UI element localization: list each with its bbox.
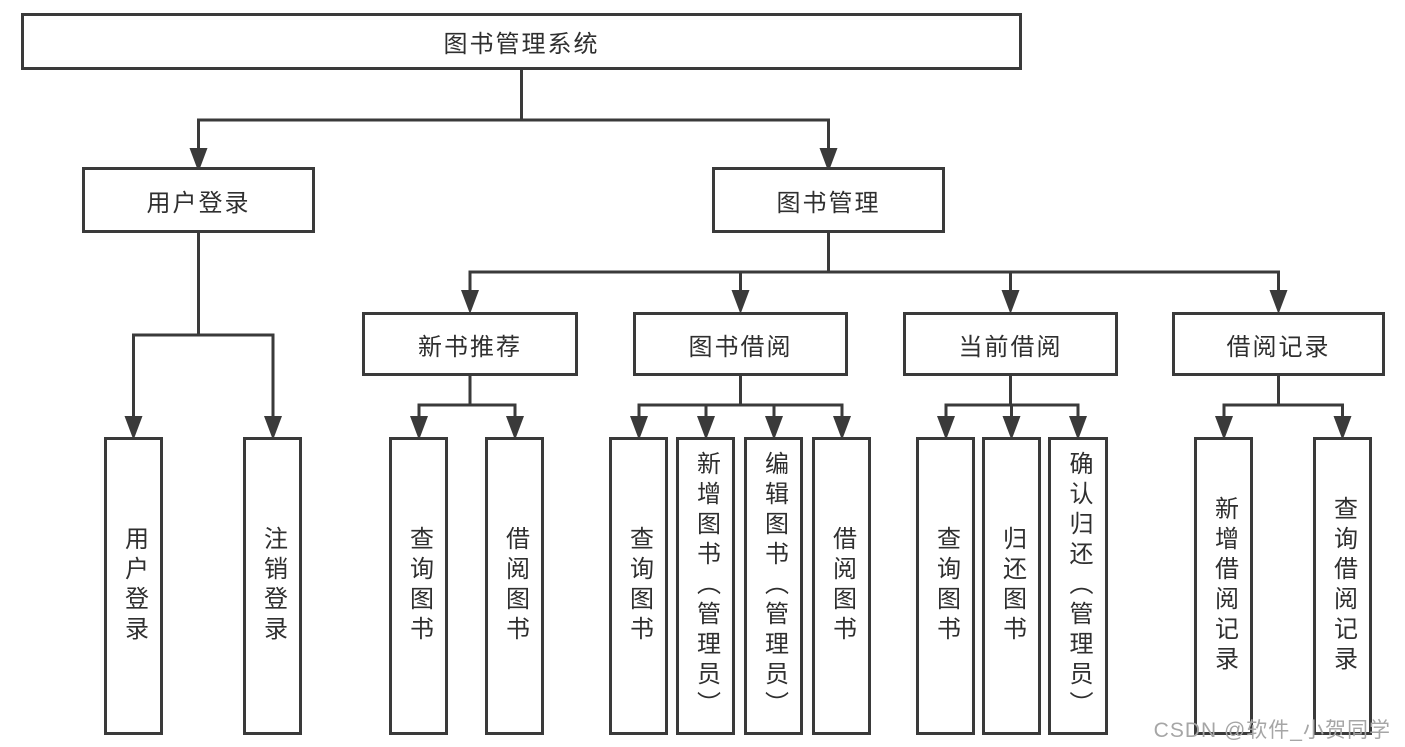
leaf-borrow-books: 借阅图书 [812, 437, 871, 735]
leaf-query-books-recommend: 查询图书 [389, 437, 448, 735]
node-label: 用户登录 [120, 526, 148, 646]
leaf-borrow-books-recommend: 借阅图书 [485, 437, 544, 735]
node-user-login: 用户登录 [82, 167, 315, 233]
node-book-management: 图书管理 [712, 167, 945, 233]
node-label: 用户登录 [146, 189, 251, 217]
leaf-confirm-return-admin: 确认归还（管理员） [1048, 437, 1108, 735]
node-label: 图书管理系统 [443, 31, 600, 58]
node-book-borrow: 图书借阅 [633, 312, 848, 376]
node-label: 查询借阅记录 [1329, 496, 1357, 676]
node-current-borrow: 当前借阅 [903, 312, 1118, 376]
connector-paths [132, 70, 1344, 418]
node-new-book-recommend: 新书推荐 [362, 312, 578, 376]
node-label: 查询图书 [405, 526, 433, 646]
node-library-management-system: 图书管理系统 [21, 13, 1022, 70]
node-label: 新书推荐 [418, 333, 522, 361]
arrowheads [124, 148, 1352, 440]
node-label: 注销登录 [259, 526, 287, 646]
leaf-logout: 注销登录 [243, 437, 302, 735]
node-label: 编辑图书（管理员） [760, 451, 788, 721]
node-label: 查询图书 [625, 526, 653, 646]
node-label: 图书管理 [776, 189, 881, 217]
leaf-user-login: 用户登录 [104, 437, 163, 735]
leaf-query-books-current: 查询图书 [916, 437, 975, 735]
node-label: 借阅图书 [828, 526, 856, 646]
node-label: 当前借阅 [958, 333, 1063, 361]
node-label: 图书借阅 [688, 333, 793, 361]
node-label: 新增图书（管理员） [692, 451, 720, 721]
leaf-add-borrow-record: 新增借阅记录 [1194, 437, 1253, 735]
node-borrow-records: 借阅记录 [1172, 312, 1385, 376]
node-label: 确认归还（管理员） [1065, 451, 1092, 721]
node-label: 借阅记录 [1226, 333, 1331, 361]
node-label: 归还图书 [998, 526, 1026, 646]
leaf-edit-books-admin: 编辑图书（管理员） [744, 437, 803, 735]
node-label: 查询图书 [932, 526, 960, 646]
leaf-add-books-admin: 新增图书（管理员） [676, 437, 735, 735]
leaf-return-books: 归还图书 [982, 437, 1041, 735]
leaf-query-borrow-record: 查询借阅记录 [1313, 437, 1372, 735]
node-label: 新增借阅记录 [1210, 496, 1238, 676]
node-label: 借阅图书 [501, 526, 529, 646]
leaf-query-books-borrow: 查询图书 [609, 437, 668, 735]
